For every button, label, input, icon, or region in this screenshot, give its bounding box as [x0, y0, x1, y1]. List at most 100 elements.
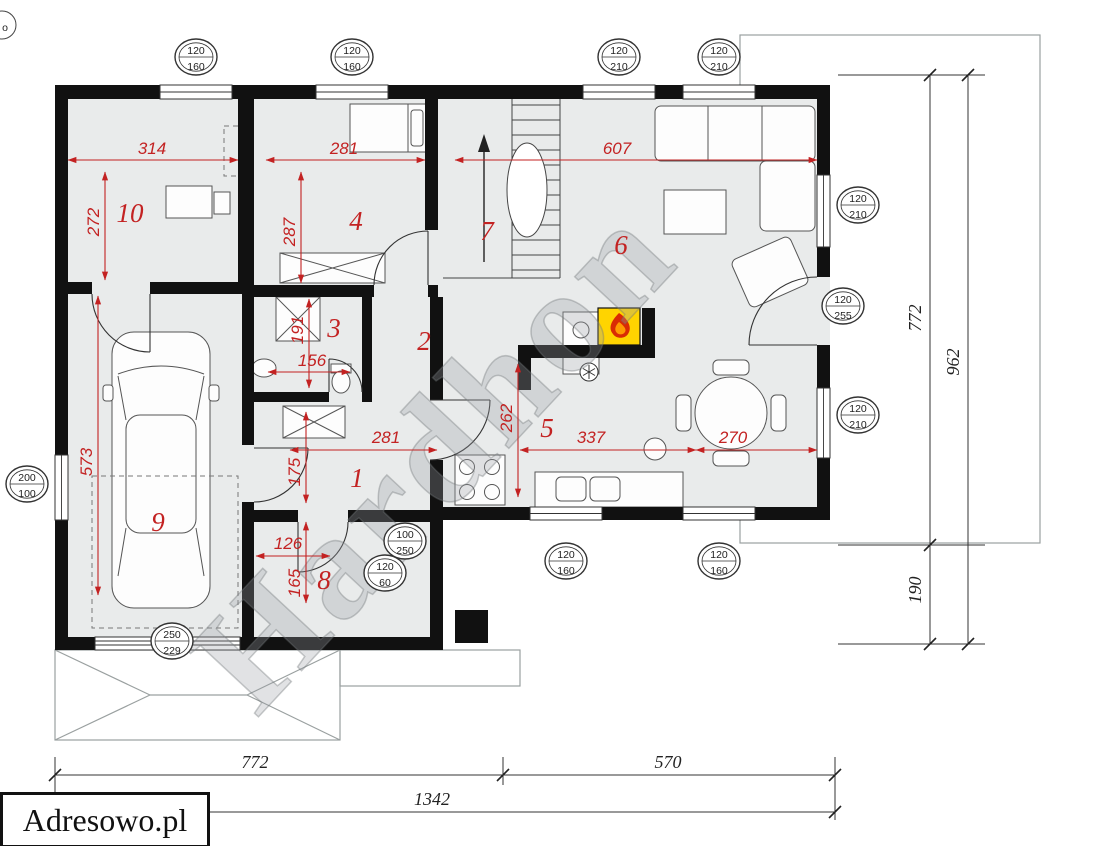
overall-dimension-label: 570	[655, 752, 682, 772]
wardrobe	[279, 252, 386, 284]
badge-width: 120	[187, 45, 205, 57]
badge-height: 210	[849, 209, 867, 221]
dining-set	[675, 359, 787, 467]
badge-width: 120	[834, 294, 852, 306]
room-number: 2	[417, 326, 431, 356]
corner-marker-label: o	[2, 22, 8, 34]
pillar	[455, 610, 488, 643]
cabinet-detail	[572, 321, 590, 339]
badge-width: 120	[610, 45, 628, 57]
badge-width: 200	[18, 472, 36, 484]
shower	[275, 296, 321, 342]
dimension-label: 262	[497, 403, 516, 433]
dimension-label: 337	[577, 428, 606, 447]
room-number: 10	[117, 198, 145, 228]
windows-layer	[54, 84, 831, 651]
overall-dimension-label: 190	[905, 577, 925, 604]
dimension-label: 314	[138, 139, 166, 158]
corner-marker: o	[0, 10, 17, 40]
car	[91, 331, 239, 629]
badge-height: 210	[610, 61, 628, 73]
badge-height: 160	[343, 61, 361, 73]
dimension-label: 156	[298, 351, 327, 370]
sofa	[654, 105, 816, 308]
furniture-layer	[91, 103, 816, 629]
porch-outline	[339, 649, 521, 687]
stool	[643, 437, 667, 461]
stair-curve	[506, 142, 548, 238]
room-number: 9	[151, 507, 165, 537]
badge-width: 100	[396, 529, 414, 541]
room-number: 4	[349, 206, 363, 236]
walls-layer	[55, 85, 830, 650]
overall-dimension-label: 962	[943, 349, 963, 376]
badge-width: 120	[849, 193, 867, 205]
badge-width: 120	[710, 45, 728, 57]
room-number: 7	[480, 216, 495, 246]
kitchen-counter	[534, 471, 684, 508]
toilet	[330, 363, 352, 394]
badge-width: 120	[849, 403, 867, 415]
washbasin	[251, 358, 277, 378]
badge-height: 60	[379, 577, 391, 589]
stair-arrow-icon	[478, 134, 490, 152]
closet	[282, 405, 346, 439]
dimension-label: 175	[285, 457, 304, 486]
dimension-label: 573	[77, 447, 96, 476]
bed	[349, 103, 427, 153]
badge-height: 229	[163, 645, 181, 657]
badge-height: 160	[710, 565, 728, 577]
stove	[454, 454, 506, 506]
room-number: 5	[540, 413, 554, 443]
badge-width: 120	[710, 549, 728, 561]
overall-dimension-label: 1342	[414, 789, 450, 809]
overall-dimension-label: 772	[242, 752, 269, 772]
adresowo-logo: Adresowo.pl	[0, 792, 210, 846]
badge-height: 255	[834, 310, 852, 322]
dimension-label: 191	[288, 316, 307, 344]
chair	[213, 191, 231, 215]
badge-height: 100	[18, 488, 36, 500]
doors-layer	[91, 230, 818, 573]
dimension-label: 281	[329, 139, 358, 158]
badge-height: 160	[557, 565, 575, 577]
fireplace	[579, 307, 641, 382]
badge-height: 250	[396, 545, 414, 557]
badge-width: 120	[343, 45, 361, 57]
overall-dimension-label: 772	[905, 305, 925, 332]
room-number: 8	[317, 565, 331, 595]
badge-width: 120	[557, 549, 575, 561]
badge-height: 210	[849, 419, 867, 431]
dimension-label: 607	[603, 139, 632, 158]
dimension-label: 281	[371, 428, 400, 447]
badge-height: 160	[187, 61, 205, 73]
badge-width: 250	[163, 629, 181, 641]
coffee-table	[663, 189, 727, 235]
canopy-roof-lines	[54, 649, 341, 741]
room-number: 6	[614, 230, 628, 260]
dimension-label: 165	[285, 568, 304, 597]
room-number: 1	[350, 463, 364, 493]
dimension-label: 270	[718, 428, 748, 447]
dimension-label: 272	[84, 207, 103, 237]
wardrobe-dashed	[223, 125, 251, 177]
badge-width: 120	[376, 561, 394, 573]
desk	[165, 185, 213, 219]
room-number: 3	[326, 313, 341, 343]
badge-height: 210	[710, 61, 728, 73]
